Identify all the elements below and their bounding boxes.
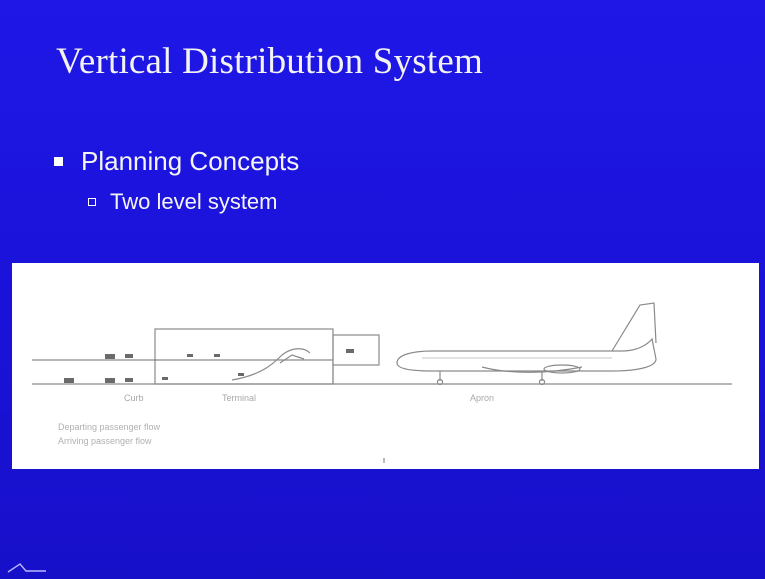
hollow-square-bullet-icon (88, 198, 96, 206)
two-level-system-diagram: Curb Terminal Apron Departing passenger … (12, 263, 759, 469)
sub-bullet-text: Two level system (110, 189, 278, 214)
aircraft-engine (543, 364, 581, 374)
bullet-item: Planning Concepts (54, 146, 299, 177)
diagram-drawing (32, 302, 732, 463)
sub-bullet-item: Two level system (88, 189, 278, 215)
aircraft-tail (611, 302, 657, 352)
ramp-curve (231, 348, 311, 381)
connector-box (332, 334, 380, 366)
footer-logo-icon (7, 563, 46, 573)
bullet-text: Planning Concepts (81, 146, 300, 176)
legend-arriving: Arriving passenger flow (58, 436, 152, 446)
aircraft-fuselage (396, 337, 657, 372)
aircraft-wing (481, 366, 583, 373)
curb-vehicle-upper (105, 354, 115, 359)
square-bullet-icon (54, 157, 63, 166)
curb-vehicle-lower-1 (64, 378, 74, 383)
curb-label: Curb (124, 393, 144, 403)
terminal-label: Terminal (222, 393, 257, 403)
curb-vehicle-lower-2 (105, 378, 115, 383)
apron-label: Apron (470, 393, 495, 403)
diagram-legend: Departing passenger flow Arriving passen… (58, 420, 160, 448)
slide-title: Vertical Distribution System (56, 41, 483, 82)
legend-departing: Departing passenger flow (58, 422, 161, 432)
